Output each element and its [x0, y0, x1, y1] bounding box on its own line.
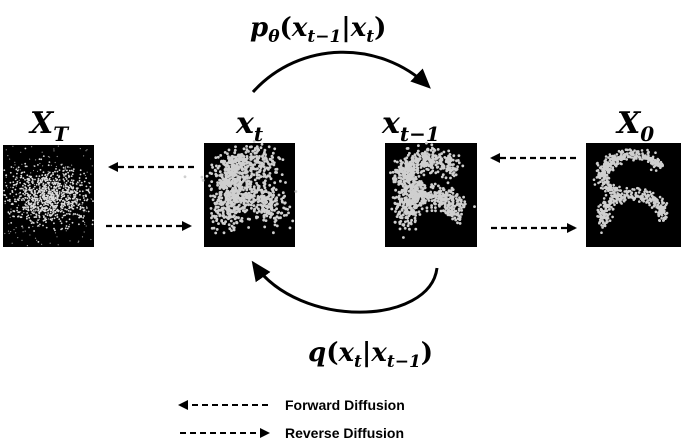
label-xt: xt: [235, 106, 264, 146]
forward-process-formula: q(xt|xt−1): [308, 338, 433, 372]
xt-minus-1-point-cloud: [389, 141, 476, 239]
curved-arrow-top: [251, 50, 431, 94]
legend-reverse-label: Reverse Diffusion: [285, 425, 404, 441]
label-x0: X0: [615, 106, 654, 146]
x0-point-cloud: [592, 148, 669, 234]
label-xt-minus-1: xt−1: [381, 106, 440, 146]
xt-point-cloud: [183, 140, 298, 235]
noise-point-cloud: [3, 145, 94, 247]
curved-arrow-bottom: [251, 260, 439, 314]
legend-forward-label: Forward Diffusion: [285, 397, 405, 413]
label-xT: XT: [28, 106, 70, 146]
reverse-process-formula: pθ(xt−1|xt): [250, 13, 386, 47]
